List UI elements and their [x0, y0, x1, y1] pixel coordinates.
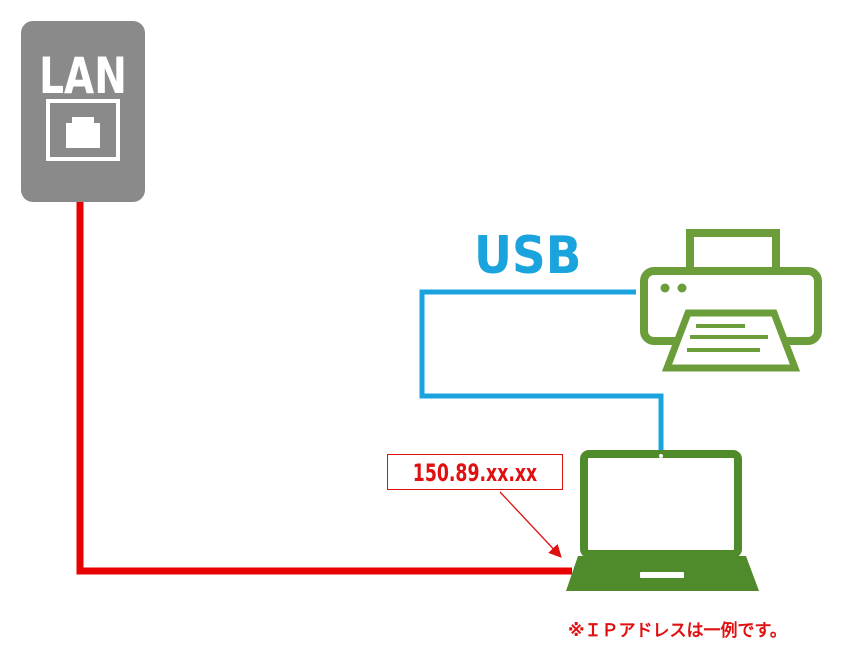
usb-cable — [419, 289, 664, 450]
ip-example-note: ※ＩＰアドレスは一例です。 — [568, 621, 787, 641]
lan-cable — [76, 128, 572, 575]
printer-icon — [640, 229, 822, 372]
lan-wall-outlet: LAN — [21, 21, 145, 202]
ip-address-box: 150.89.xx.xx — [387, 454, 563, 490]
laptop-icon — [566, 450, 759, 591]
usb-label: USB — [474, 226, 582, 286]
ethernet-port-icon — [46, 99, 120, 161]
lan-label: LAN — [39, 47, 127, 105]
ip-address-text: 150.89.xx.xx — [412, 459, 538, 487]
ip-arrow — [499, 491, 562, 558]
